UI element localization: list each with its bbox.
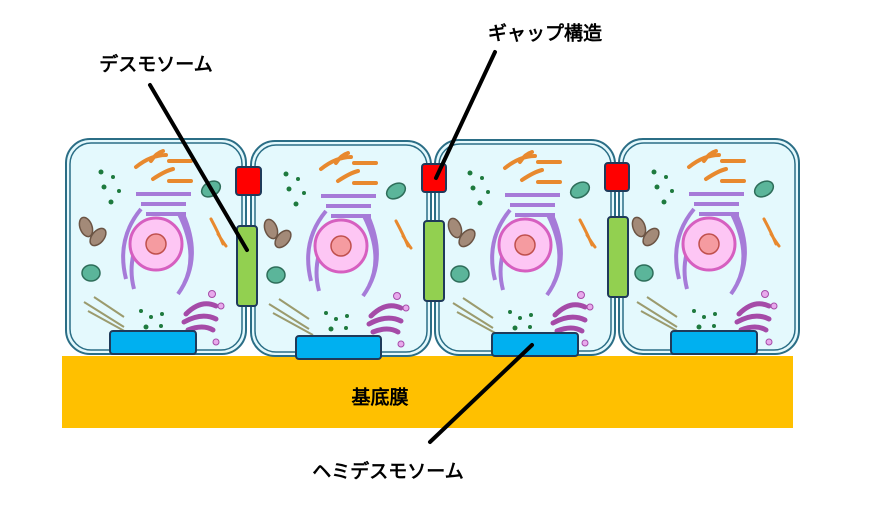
hemidesmosome-3 <box>491 332 579 357</box>
basement-membrane-label: 基底膜 <box>351 386 409 409</box>
cell-2 <box>251 141 431 356</box>
gap-junction-label: ギャップ構造 <box>487 22 603 45</box>
desmosome-label: デスモソーム <box>99 53 213 76</box>
gap-junction-3 <box>604 162 630 192</box>
hemidesmosome-1 <box>109 330 197 355</box>
cell-4 <box>619 139 799 354</box>
hemidesmosome-4 <box>670 330 758 355</box>
gap-junction-pointer <box>434 50 497 180</box>
desmosome-2 <box>423 220 445 302</box>
hemidesmosome-pointer <box>428 343 534 444</box>
desmosome-3 <box>607 216 629 298</box>
gap-junction-1 <box>235 166 262 196</box>
cell-1 <box>66 139 246 354</box>
basement-membrane <box>62 356 793 428</box>
desmosome-1 <box>236 225 258 307</box>
hemidesmosome-2 <box>295 335 382 360</box>
cell-3 <box>435 140 615 355</box>
desmosome-pointer <box>148 83 249 252</box>
hemidesmosome-label: ヘミデスモソーム <box>312 460 464 483</box>
